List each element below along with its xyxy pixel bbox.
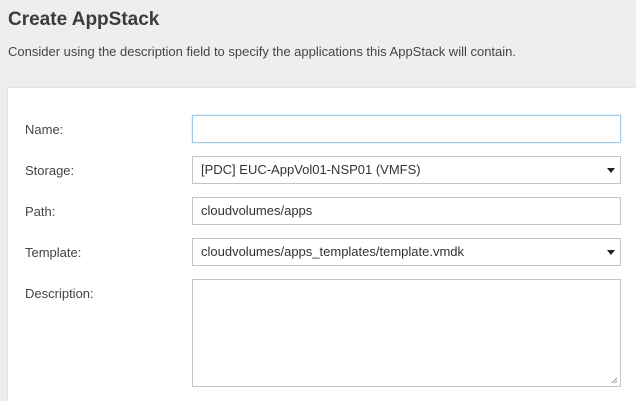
template-select-value: cloudvolumes/apps_templates/template.vmd…: [201, 244, 465, 259]
template-select[interactable]: cloudvolumes/apps_templates/template.vmd…: [192, 238, 621, 266]
storage-label: Storage:: [25, 163, 75, 178]
storage-select[interactable]: [PDC] EUC-AppVol01-NSP01 (VMFS): [192, 156, 621, 184]
description-label: Description:: [25, 286, 94, 301]
page-title: Create AppStack: [8, 9, 160, 30]
storage-select-value: [PDC] EUC-AppVol01-NSP01 (VMFS): [201, 162, 421, 177]
path-label: Path:: [25, 204, 56, 219]
template-label: Template:: [25, 245, 82, 260]
create-appstack-form: Name: Storage: [PDC] EUC-AppVol01-NSP01 …: [7, 87, 636, 401]
name-label: Name:: [25, 122, 64, 137]
chevron-down-icon: [607, 250, 615, 255]
path-input-value: cloudvolumes/apps: [201, 203, 313, 218]
chevron-down-icon: [607, 168, 615, 173]
resize-grip-icon[interactable]: [611, 377, 618, 384]
page-description: Consider using the description field to …: [8, 44, 517, 59]
path-input[interactable]: cloudvolumes/apps: [192, 197, 621, 225]
description-textarea[interactable]: [192, 279, 621, 387]
name-input[interactable]: [192, 115, 621, 143]
